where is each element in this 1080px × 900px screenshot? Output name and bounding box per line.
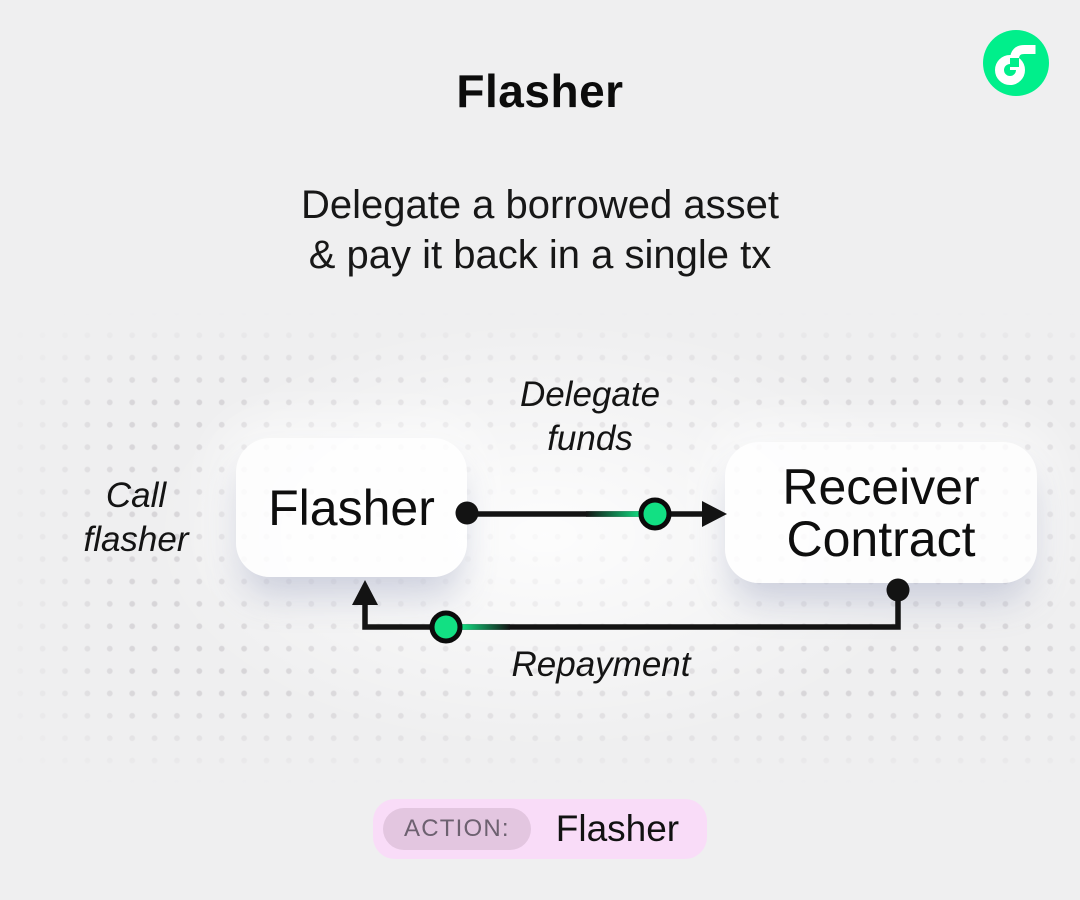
action-badge: ACTION: Flasher — [373, 799, 707, 859]
delegate-funds-arrow — [455, 497, 727, 531]
green-token-delegate — [638, 497, 672, 531]
page-subtitle: Delegate a borrowed asset & pay it back … — [0, 180, 1080, 280]
receiver-node-line-1: Receiver — [782, 458, 980, 515]
receiver-contract-node: Receiver Contract — [725, 442, 1037, 583]
source-dot — [886, 578, 910, 602]
action-chip: ACTION: — [383, 808, 531, 850]
repayment-arrow — [352, 578, 910, 644]
source-dot — [455, 501, 479, 525]
green-token-repayment — [429, 610, 463, 644]
flow-logo-icon — [983, 30, 1049, 96]
call-flasher-label: Call flasher — [33, 474, 239, 562]
receiver-node-line-2: Contract — [786, 510, 976, 567]
delegate-funds-line-2: funds — [547, 419, 633, 458]
arrowhead-right-icon — [702, 501, 727, 527]
page-title: Flasher — [456, 65, 624, 117]
repayment-label: Repayment — [511, 645, 691, 684]
delegate-funds-label: Delegate funds — [468, 373, 712, 461]
delegate-funds-line-1: Delegate — [519, 375, 661, 414]
subtitle-line-1: Delegate a borrowed asset — [300, 183, 780, 227]
call-flasher-line-1: Call — [105, 476, 167, 515]
subtitle-line-2: & pay it back in a single tx — [308, 233, 772, 277]
action-value: Flasher — [555, 808, 680, 849]
flasher-node-label: Flasher — [268, 479, 435, 536]
call-flasher-line-2: flasher — [83, 520, 189, 559]
flasher-node: Flasher — [236, 438, 467, 577]
receiver-node-label: Receiver Contract — [782, 461, 979, 565]
arrowhead-up-icon — [352, 580, 378, 605]
